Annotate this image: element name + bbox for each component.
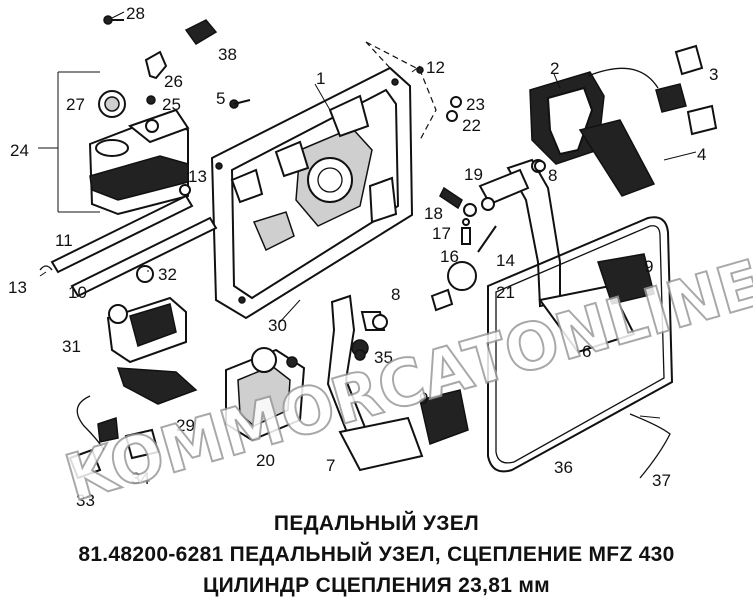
callout-8a: 8 bbox=[548, 166, 557, 185]
callout-30: 30 bbox=[268, 316, 287, 335]
callout-5: 5 bbox=[216, 89, 225, 108]
callout-24: 24 bbox=[10, 141, 29, 160]
callout-2: 2 bbox=[550, 59, 559, 78]
callout-19: 19 bbox=[464, 165, 483, 184]
callout-37: 37 bbox=[652, 471, 671, 490]
caption-part-number: 81.48200-6281 ПЕДАЛЬНЫЙ УЗЕЛ, СЦЕПЛЕНИЕ … bbox=[78, 543, 675, 566]
callout-7: 7 bbox=[326, 456, 335, 475]
callout-labels: 1 2 3 4 5 6 7 8 8 9 9 10 11 12 13 13 14 … bbox=[8, 4, 718, 510]
callout-26: 26 bbox=[164, 72, 183, 91]
callout-32: 32 bbox=[158, 265, 177, 284]
callout-13a: 13 bbox=[188, 167, 207, 186]
mounting-plate bbox=[210, 66, 414, 320]
exploded-parts-diagram: 1 2 3 4 5 6 7 8 8 9 9 10 11 12 13 13 14 … bbox=[8, 4, 753, 510]
callout-36: 36 bbox=[554, 458, 573, 477]
callout-16: 16 bbox=[440, 247, 459, 266]
caption-title: ПЕДАЛЬНЫЙ УЗЕЛ bbox=[273, 512, 480, 535]
pedal-sensor-actuator bbox=[225, 347, 306, 442]
hydraulic-hoses bbox=[39, 184, 218, 298]
callout-21: 21 bbox=[496, 283, 515, 302]
fasteners bbox=[103, 15, 671, 479]
callout-29: 29 bbox=[176, 416, 195, 435]
callout-34: 34 bbox=[131, 469, 150, 488]
callout-8b: 8 bbox=[391, 285, 400, 304]
callout-14: 14 bbox=[496, 251, 515, 270]
caption-cylinder-size: ЦИЛИНДР СЦЕПЛЕНИЯ 23,81 мм bbox=[202, 574, 551, 597]
callout-9a: 9 bbox=[644, 257, 653, 276]
callout-23: 23 bbox=[466, 95, 485, 114]
callout-4: 4 bbox=[697, 145, 706, 164]
callout-38: 38 bbox=[218, 45, 237, 64]
callout-1: 1 bbox=[316, 69, 325, 88]
callout-12: 12 bbox=[426, 58, 445, 77]
callout-11: 11 bbox=[55, 231, 73, 250]
callout-22: 22 bbox=[462, 116, 481, 135]
accelerator-pedal-module bbox=[529, 44, 718, 197]
clutch-master-cylinder bbox=[68, 265, 198, 480]
callout-17: 17 bbox=[432, 224, 451, 243]
callout-6: 6 bbox=[582, 342, 591, 361]
callout-13b: 13 bbox=[8, 278, 27, 297]
callout-25: 25 bbox=[162, 95, 181, 114]
callout-9b: 9 bbox=[419, 389, 428, 408]
callout-3: 3 bbox=[709, 65, 718, 84]
gasket bbox=[487, 216, 674, 473]
callout-31: 31 bbox=[62, 337, 81, 356]
callout-18: 18 bbox=[424, 204, 443, 223]
callout-10: 10 bbox=[68, 283, 87, 302]
callout-27: 27 bbox=[66, 95, 85, 114]
clutch-pedal bbox=[326, 294, 469, 472]
fluid-reservoir bbox=[88, 50, 190, 216]
callout-28: 28 bbox=[126, 4, 145, 23]
callout-20: 20 bbox=[256, 451, 275, 470]
callout-35: 35 bbox=[374, 348, 393, 367]
callout-33: 33 bbox=[76, 491, 95, 510]
